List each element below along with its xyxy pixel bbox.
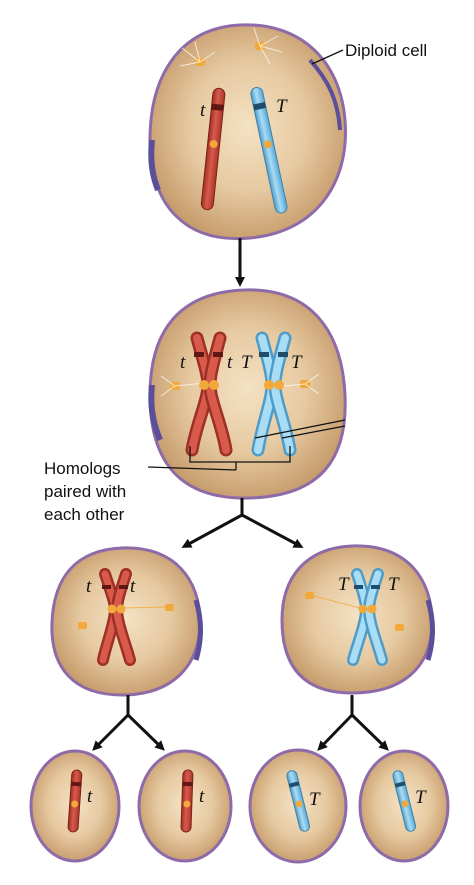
homologs-label-line3: each other — [44, 505, 125, 524]
homologs-label-line2: paired with — [44, 482, 126, 501]
allele-label-T: T — [338, 574, 350, 595]
cell-membrane — [50, 546, 202, 697]
allele-label-t: t — [86, 576, 92, 597]
allele-label-t: t — [180, 352, 186, 373]
allele-label-T: T — [415, 787, 427, 808]
cell-membrane — [148, 288, 347, 500]
chromosome-red-replicated — [97, 568, 136, 666]
gamete-cell: T — [248, 748, 348, 864]
diploid-cell: t T — [148, 23, 348, 241]
branch-arrows — [181, 498, 304, 548]
chromosome-blue-replicated — [347, 568, 388, 666]
allele-label-T: T — [388, 574, 400, 595]
gamete-cell: t — [137, 749, 233, 863]
centrosome — [160, 375, 206, 397]
homolog-bracket — [189, 446, 291, 463]
daughter-cell-blue: T T — [280, 544, 435, 695]
allele-label-t: t — [87, 786, 93, 807]
branch-arrows — [92, 695, 389, 751]
chromosome-red-replicated — [185, 331, 233, 457]
allele-label-t: t — [130, 576, 136, 597]
cell-membrane — [280, 544, 434, 695]
centrosome — [274, 373, 320, 395]
centrosome — [179, 41, 216, 67]
allele-label-t: t — [199, 786, 205, 807]
allele-label-T: T — [276, 96, 288, 117]
cell-membrane — [148, 23, 348, 241]
daughter-cell-red: t t — [50, 546, 203, 697]
chromosome-blue — [250, 86, 288, 214]
paired-homologs-cell: t t T T — [148, 288, 347, 500]
diploid-cell-leader — [311, 49, 344, 65]
diploid-cell-label: Diploid cell — [345, 41, 427, 60]
allele-label-T: T — [291, 352, 303, 373]
homologs-leader — [147, 466, 237, 471]
gamete-cell: T — [358, 749, 450, 863]
allele-label-T: T — [309, 789, 321, 810]
allele-label-t: t — [227, 352, 233, 373]
allele-label-T: T — [241, 352, 253, 373]
chromosome-blue-replicated — [251, 331, 297, 457]
allele-label-t: t — [200, 100, 206, 121]
chromosome-red — [200, 87, 226, 211]
centrosome — [253, 27, 283, 65]
homologs-label-line1: Homologs — [44, 459, 121, 478]
gamete-cell: t — [29, 749, 121, 863]
